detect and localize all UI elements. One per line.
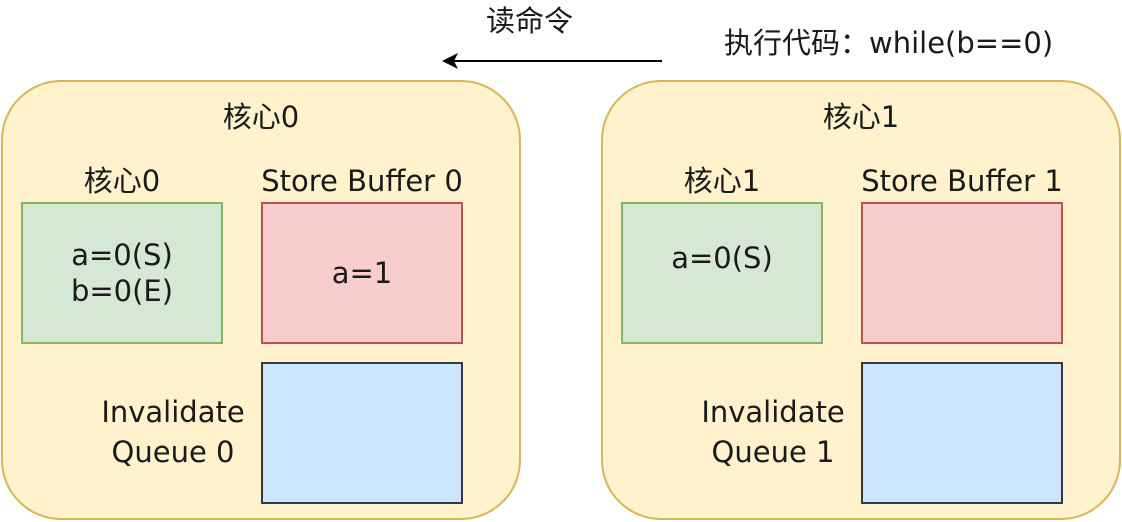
store-buffer-1 (861, 202, 1063, 344)
core-1-container: 核心1 核心1 Store Buffer 1 a=0(S) Invalidate… (601, 80, 1121, 520)
core-1-title: 核心1 (822, 100, 900, 134)
invalidate-queue-1-label: Invalidate Queue 1 (671, 392, 875, 472)
cache-line: a=0(S) (671, 241, 773, 275)
cache-line: b=0(E) (70, 274, 174, 308)
invalidate-queue-label-line: Invalidate (101, 395, 245, 429)
core-1-cache: a=0(S) (621, 202, 823, 344)
executing-code-label: 执行代码：while(b==0) (724, 26, 1054, 60)
invalidate-queue-label-line: Invalidate (701, 395, 845, 429)
store-buffer-0-label: Store Buffer 0 (261, 164, 463, 198)
invalidate-queue-0-label: Invalidate Queue 0 (71, 392, 275, 472)
arrow-head (442, 53, 458, 69)
invalidate-queue-1 (861, 362, 1063, 504)
store-buffer-0: a=1 (261, 202, 463, 344)
invalidate-queue-0 (261, 362, 463, 504)
invalidate-queue-label-line: Queue 0 (111, 435, 235, 469)
core-0-container: 核心0 核心0 Store Buffer 0 a=0(S) b=0(E) a=1… (1, 80, 521, 520)
invalidate-queue-label-line: Queue 1 (711, 435, 835, 469)
core-0-cache: a=0(S) b=0(E) (21, 202, 223, 344)
store-buffer-1-label: Store Buffer 1 (861, 164, 1063, 198)
store-buffer-entry: a=1 (331, 256, 393, 290)
core-1-cache-label: 核心1 (683, 164, 761, 198)
cache-line: a=0(S) (71, 238, 173, 272)
read-command-label: 读命令 (486, 4, 574, 38)
core-0-title: 核心0 (222, 100, 300, 134)
core-0-cache-label: 核心0 (83, 164, 161, 198)
